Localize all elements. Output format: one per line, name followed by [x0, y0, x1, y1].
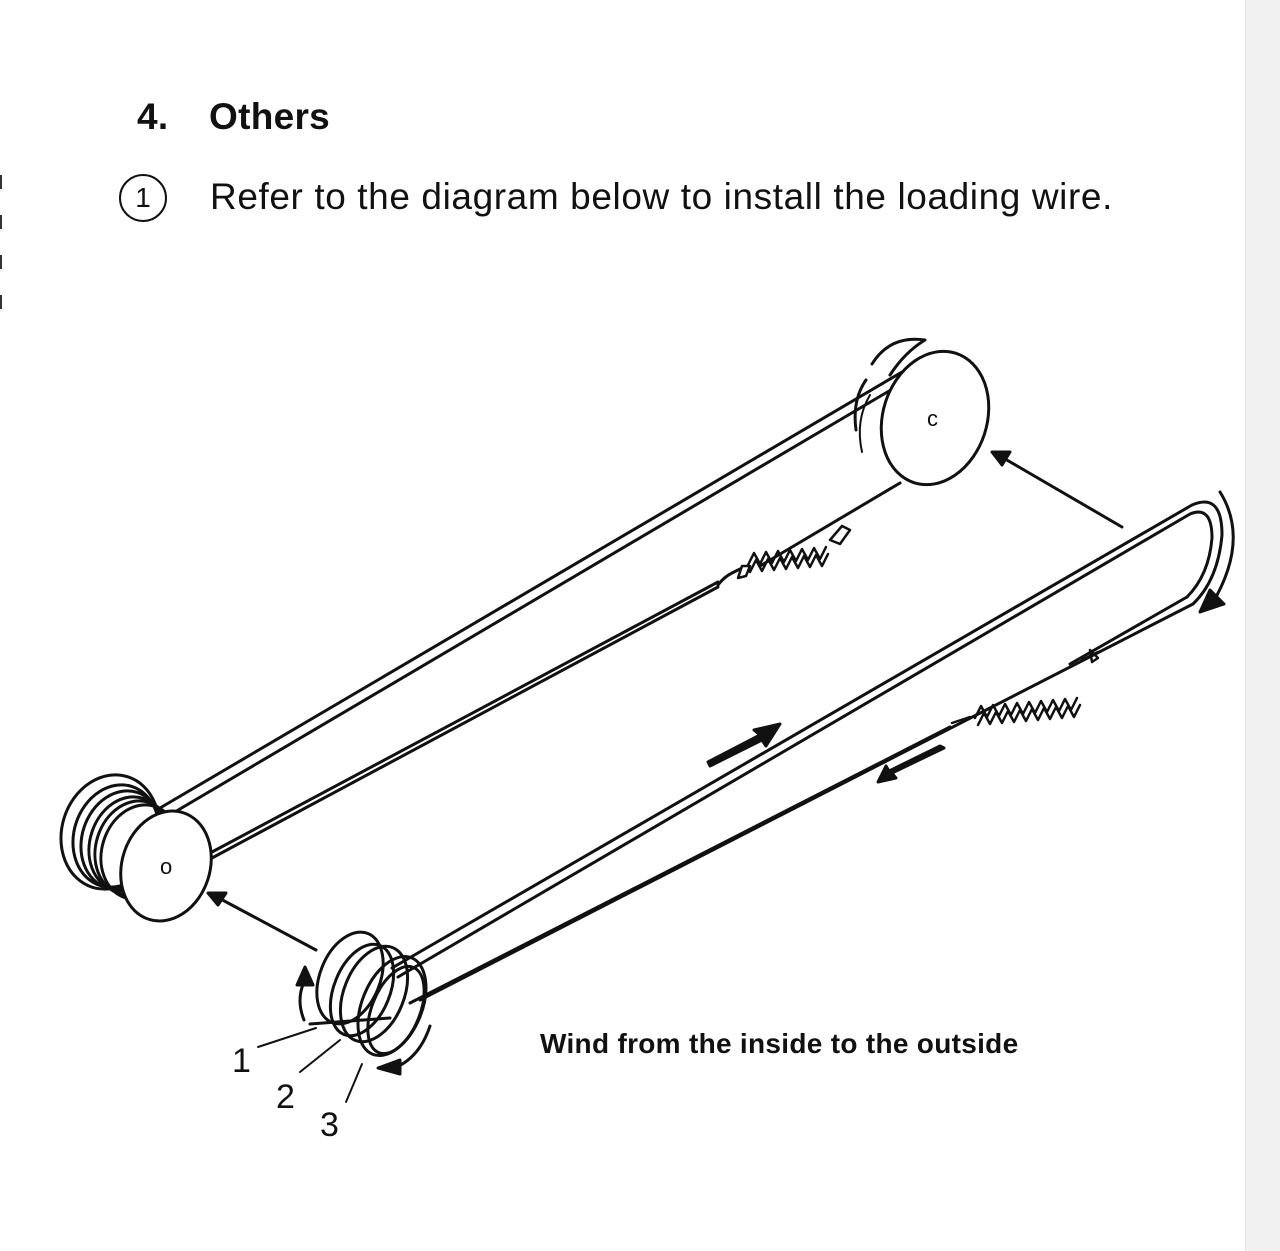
- section-heading: 4. Others: [137, 96, 330, 138]
- callout-3: 3: [320, 1106, 339, 1144]
- page-edge-marks: [0, 175, 10, 335]
- loop-tension-spring: [950, 648, 1100, 727]
- step-number-circle: 1: [119, 174, 167, 222]
- callout-2: 2: [276, 1078, 295, 1116]
- diagram-caption: Wind from the inside to the outside: [540, 1028, 1019, 1059]
- upper-tension-spring: [746, 524, 852, 574]
- callout-1: 1: [232, 1042, 251, 1080]
- pointer-arrows: [206, 450, 1124, 952]
- left-pulley: o: [59, 773, 213, 923]
- wire-coil: [308, 930, 428, 1058]
- step-text: Refer to the diagram below to install th…: [210, 176, 1113, 217]
- section-number: 4.: [137, 96, 169, 137]
- loading-wire-diagram: c o: [0, 300, 1280, 1160]
- right-pulley-label: c: [927, 406, 938, 431]
- left-pulley-label: o: [160, 854, 172, 879]
- section-title: Others: [209, 96, 331, 137]
- page-right-margin: [1245, 0, 1280, 1251]
- wire-loop: [390, 500, 1224, 1005]
- upper-wire: [158, 370, 908, 818]
- right-pulley: c: [853, 337, 991, 487]
- instruction-step: 1 Refer to the diagram below to install …: [119, 172, 1194, 222]
- lower-wire-with-spring: [210, 481, 902, 860]
- travel-arrows: [295, 490, 1235, 1076]
- callout-leaders: [257, 1027, 363, 1103]
